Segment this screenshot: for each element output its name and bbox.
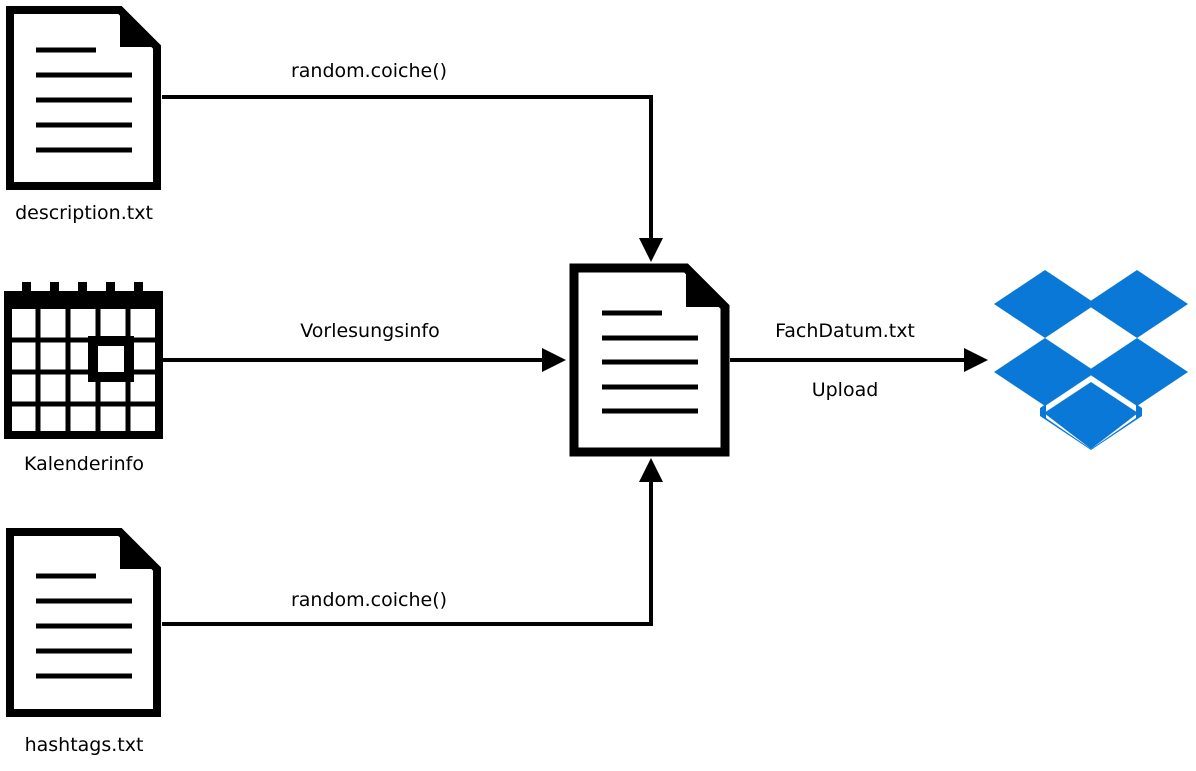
- calendar-label: Kalenderinfo: [24, 453, 144, 475]
- edge-description-to-file: [162, 95, 663, 262]
- dropbox-icon: [994, 270, 1188, 450]
- edge-label-hashtags: random.coiche(): [291, 589, 447, 611]
- edge-hashtags-to-file: [162, 458, 663, 626]
- upload-label: Upload: [812, 379, 879, 401]
- output-file-label: FachDatum.txt: [775, 320, 915, 342]
- edge-label-description: random.coiche(): [291, 60, 447, 82]
- hashtags-file-label: hashtags.txt: [25, 734, 144, 756]
- central-file-icon: [569, 263, 730, 457]
- description-file-icon: [6, 6, 161, 190]
- edge-label-calendar: Vorlesungsinfo: [300, 320, 440, 342]
- calendar-icon: [4, 282, 163, 439]
- hashtags-file-icon: [6, 528, 161, 717]
- description-file-label: description.txt: [15, 202, 153, 224]
